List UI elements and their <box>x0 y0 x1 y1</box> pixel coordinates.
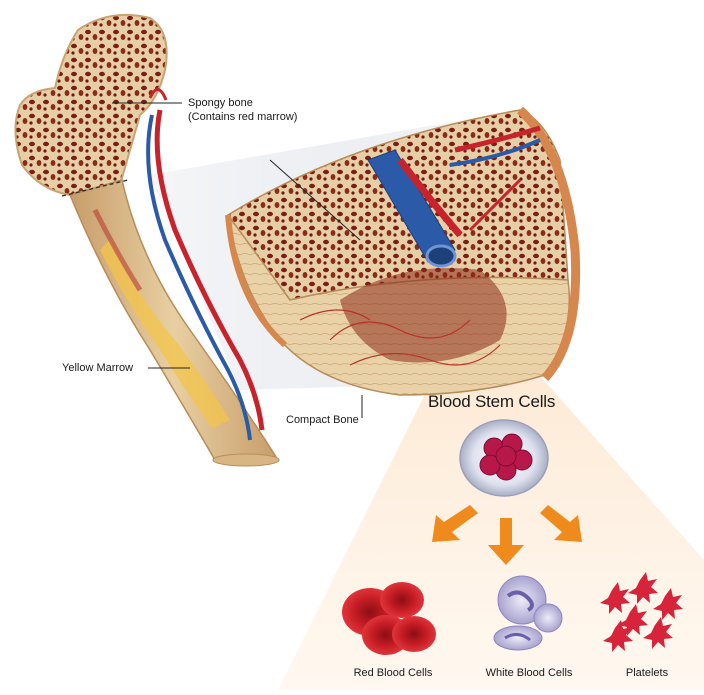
arrow-right <box>540 505 582 542</box>
arrow-left <box>432 505 478 542</box>
femur-artery <box>154 109 265 431</box>
femur-vein <box>146 114 252 441</box>
yellow-marrow-label: Yellow Marrow <box>62 362 134 374</box>
platelets-caption: Platelets <box>625 667 669 679</box>
differentiation-arrows <box>432 505 582 565</box>
arrow-down <box>488 518 524 565</box>
white-blood-cells <box>493 575 563 651</box>
red-blood-cells <box>342 582 436 655</box>
leader-lines <box>112 102 363 418</box>
spongy-bone-label-line1: Spongy bone <box>188 97 253 109</box>
red-blood-cells-caption: Red Blood Cells <box>353 667 433 679</box>
femur-bone <box>14 13 280 467</box>
spongy-bone-label-line2: (Contains red marrow) <box>188 111 298 123</box>
blood-stem-cells-title: Blood Stem Cells <box>428 392 556 411</box>
stem-cell <box>459 419 549 497</box>
white-blood-cells-caption: White Blood Cells <box>485 667 573 679</box>
compact-bone-label: Compact Bone <box>286 414 359 426</box>
platelets-cluster <box>600 572 683 652</box>
cross-section-vessels <box>367 125 541 268</box>
spongy-bone-label: Spongy bone (Contains red marrow) <box>188 96 297 124</box>
